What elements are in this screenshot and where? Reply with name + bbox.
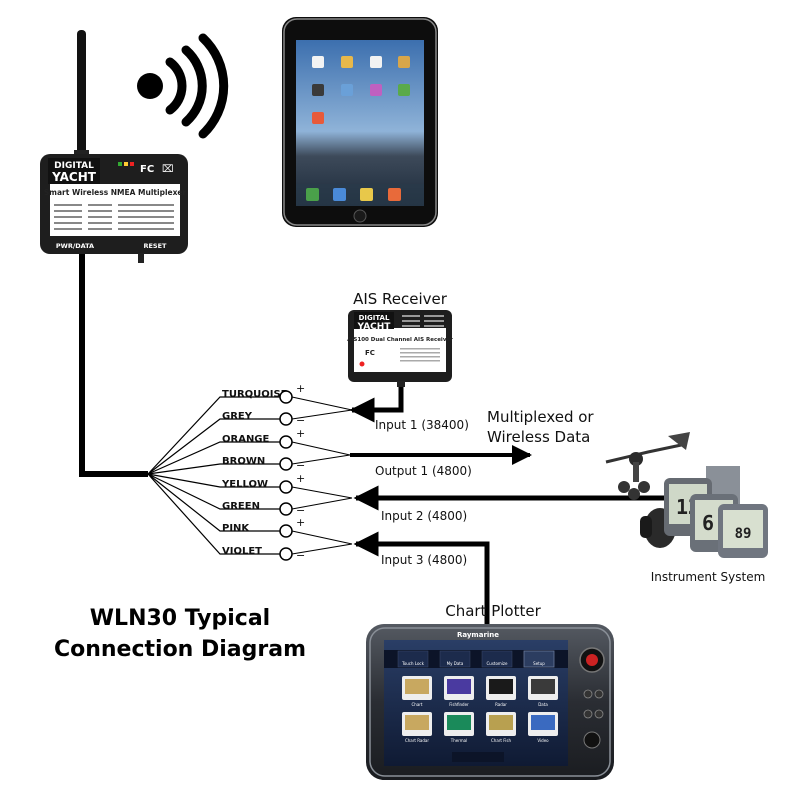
instrument-display-3: 89 — [718, 504, 768, 558]
diagram-title-line1: WLN30 Typical — [90, 606, 270, 631]
plotter-app-chart: Chart — [412, 702, 423, 707]
terminal-8 — [279, 547, 293, 561]
pair-lines — [291, 396, 353, 555]
instrument-system: 12 6. 89 — [605, 432, 768, 558]
multiplexer-brand-line2: YACHT — [51, 170, 97, 184]
terminal-1 — [279, 390, 293, 404]
wire-brown — [147, 463, 280, 475]
antenna-icon — [74, 30, 89, 164]
wire-yellow — [147, 473, 280, 488]
polarity-8: − — [296, 549, 305, 562]
plotter-app-thermal: Thermal — [450, 738, 467, 743]
plotter-menu-setup: Setup — [533, 661, 545, 666]
diagram-title-line2: Connection Diagram — [54, 637, 306, 662]
polarity-1: + — [296, 382, 305, 395]
wire-green — [147, 473, 280, 510]
wire-label-grey: GREY — [222, 411, 253, 422]
instrument-system-label: Instrument System — [651, 570, 766, 584]
ais-spec-lines — [402, 315, 444, 327]
wire-pink — [147, 473, 280, 532]
wire-fan — [147, 396, 280, 555]
ipad-tablet — [282, 17, 438, 227]
terminal-4 — [279, 457, 293, 471]
terminal-list: + − + − + − + − — [279, 382, 305, 562]
wire-label-yellow: YELLOW — [221, 479, 268, 490]
ipad-app-icons — [312, 56, 410, 124]
multiplexer-product-name: Smart Wireless NMEA Multiplexer — [44, 188, 187, 197]
input3-cable — [353, 531, 490, 628]
plotter-bottom-bar — [452, 752, 504, 762]
wire-violet — [147, 473, 280, 555]
polarity-6: − — [296, 504, 305, 517]
wire-label-pink: PINK — [222, 523, 250, 534]
ais-heading: AIS Receiver — [353, 290, 448, 308]
wire-label-orange: ORANGE — [222, 434, 270, 445]
polarity-7: + — [296, 516, 305, 529]
output1-label: Output 1 (4800) — [375, 464, 472, 478]
ais-led-icon — [359, 361, 365, 367]
polarity-3: + — [296, 427, 305, 440]
plotter-app-data: Data — [538, 702, 548, 707]
ais-notes — [400, 348, 440, 362]
ipad-home-button — [353, 209, 367, 223]
wind-vane-icon — [605, 432, 690, 500]
ais-brand-line1: DIGITAL — [359, 314, 390, 322]
multiplexer-reset-label: RESET — [143, 242, 167, 250]
plotter-app-video: Video — [537, 738, 549, 743]
wire-label-violet: VIOLET — [222, 546, 262, 557]
plotter-menu-my-data: My Data — [447, 661, 464, 666]
wireless-signal-icon — [137, 33, 229, 139]
polarity-4: − — [296, 459, 305, 472]
terminal-6 — [279, 502, 293, 516]
plotter-app-fishfinder: Fishfinder — [449, 702, 469, 707]
multiplexed-label-line2: Wireless Data — [487, 428, 590, 446]
plotter-menu-touch-lock: Touch Lock — [401, 661, 425, 666]
rotary-center-icon — [586, 654, 598, 666]
plotter-app-chart-radar: Chart Radar — [405, 738, 429, 743]
main-cable — [79, 252, 148, 477]
plotter-control-panel — [579, 647, 605, 749]
wire-label-turquoise: TURQUOISE — [222, 389, 288, 400]
ais-cable — [349, 387, 404, 423]
chart-plotter-brand: Raymarine — [457, 631, 499, 639]
polarity-5: + — [296, 472, 305, 485]
plotter-menu-bar: Touch Lock My Data Customize Setup — [384, 650, 568, 668]
plotter-menu-customize: Customize — [487, 661, 509, 666]
terminal-3 — [279, 435, 293, 449]
input3-label: Input 3 (4800) — [381, 553, 467, 567]
wire-orange — [147, 441, 280, 475]
multiplexer-fc-mark: FC — [140, 164, 154, 175]
plotter-app-chart-fish: Chart Fish — [491, 738, 511, 743]
input1-label: Input 1 (38400) — [375, 418, 469, 432]
plotter-app-grid: Chart Fishfinder Radar Data Chart Radar … — [402, 676, 558, 743]
plotter-app-radar: Radar — [495, 702, 507, 707]
ipad-dock-icons — [306, 188, 401, 201]
wire-grey — [147, 418, 280, 475]
weee-icon: ⌧ — [162, 164, 174, 175]
terminal-7 — [279, 524, 293, 538]
input2-label: Input 2 (4800) — [381, 509, 467, 523]
ais-receiver-device: DIGITAL YACHT AIS100 Dual Channel AIS Re… — [347, 310, 453, 387]
wire-label-green: GREEN — [222, 501, 260, 512]
wire-turquoise — [147, 396, 280, 475]
instrument-readout-3: 89 — [735, 526, 752, 542]
ais-brand-line2: YACHT — [357, 322, 392, 332]
multiplexer-brand-line1: DIGITAL — [54, 161, 94, 171]
wire-label-brown: BROWN — [222, 456, 265, 467]
wire-label-list: TURQUOISE GREY ORANGE BROWN YELLOW GREEN… — [221, 389, 288, 557]
ais-fc-mark: FC — [365, 349, 375, 357]
terminal-5 — [279, 480, 293, 494]
multiplexer-spec-table — [54, 204, 174, 230]
multiplexed-label-line1: Multiplexed or — [487, 408, 594, 426]
polarity-2: − — [296, 414, 305, 427]
chart-plotter-heading: Chart Plotter — [445, 602, 541, 620]
terminal-2 — [279, 412, 293, 426]
multiplexer-device: DIGITAL YACHT FC ⌧ Smart Wireless NMEA M… — [40, 154, 188, 263]
chart-plotter-device: Raymarine Touch Lock My Data Customize S… — [366, 624, 614, 780]
ais-product-name: AIS100 Dual Channel AIS Receiver — [347, 337, 453, 343]
multiplexer-pwr-label: PWR/DATA — [56, 242, 94, 250]
